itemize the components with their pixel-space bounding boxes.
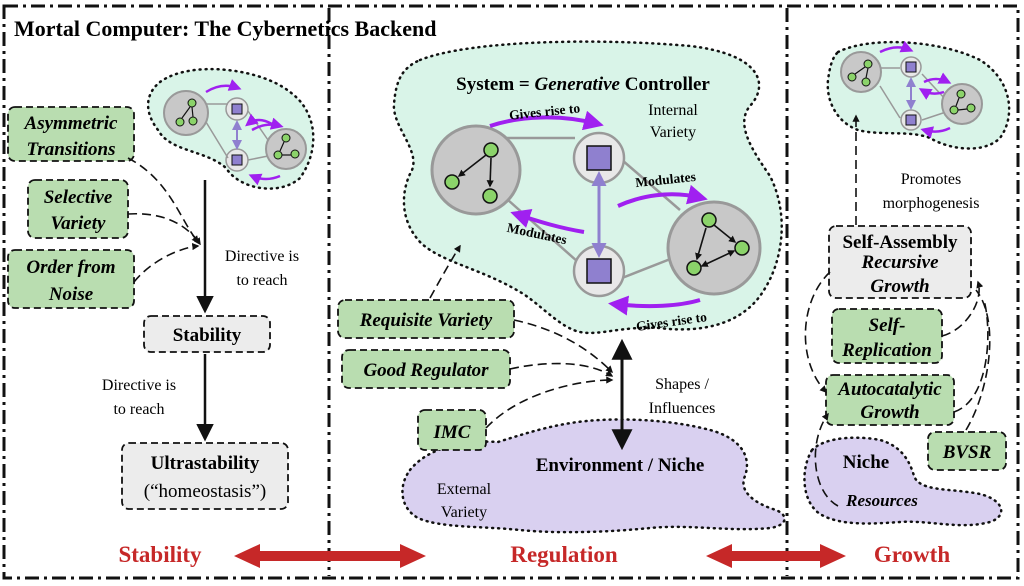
node-3: [482, 188, 498, 204]
autocatalytic-line2: Growth: [860, 402, 919, 423]
asymmetric-line2: Transitions: [26, 139, 115, 160]
internal-variety-1: Internal: [648, 102, 698, 119]
node-1: [483, 142, 499, 158]
order-line1: Order from: [26, 257, 115, 278]
connector-autocatalytic-loop: [804, 271, 831, 394]
self-replication-line1: Self-: [869, 315, 906, 336]
regulation-panel: System = Generative Controller Internal …: [337, 40, 786, 567]
self-replication-box: Self- Replication: [831, 308, 943, 364]
good-regulator-label: Good Regulator: [363, 360, 489, 381]
asymmetric-line1: Asymmetric: [24, 113, 118, 134]
mini-graph-left: [163, 79, 307, 186]
footer-stability: Stability: [118, 542, 202, 567]
asymmetric-transitions-box: Asymmetric Transitions: [7, 106, 135, 162]
recursive-line1: Recursive: [860, 252, 939, 273]
footer-regulation: Regulation: [510, 542, 618, 567]
stability-panel: Asymmetric Transitions Selective Variety…: [7, 67, 315, 567]
autocatalytic-line1: Autocatalytic: [837, 379, 942, 400]
shapes-label-1: Shapes /: [655, 376, 709, 393]
selective-line1: Selective: [44, 187, 113, 208]
environment-blob: [401, 418, 786, 534]
selective-variety-box: Selective Variety: [27, 179, 129, 239]
resources-label: Resources: [845, 491, 918, 510]
order-from-noise-box: Order from Noise: [7, 249, 135, 309]
self-assembly-label: Self-Assembly: [842, 232, 958, 253]
gives-rise-top-label: Gives rise to: [508, 100, 581, 122]
stability-label: Stability: [173, 325, 242, 346]
controller-title: System = Generative Controller: [456, 74, 710, 95]
connector-order: [133, 242, 200, 283]
mini-graph-right: [840, 40, 983, 139]
recursive-line2: Growth: [870, 276, 929, 297]
good-regulator-box: Good Regulator: [341, 349, 511, 389]
connector-good-regulator: [509, 362, 614, 377]
ultrastability-label: Ultrastability: [151, 453, 260, 474]
connector-requisite: [513, 319, 614, 374]
directive-label-2a: Directive is: [102, 377, 176, 394]
internal-variety-2: Variety: [650, 124, 696, 141]
connector-replication-up: [941, 280, 984, 337]
purple-arrow-modulates-left: [510, 208, 585, 234]
requisite-variety-box: Requisite Variety: [337, 299, 515, 339]
connector-requisite-up: [429, 244, 461, 299]
directive-label-1b: to reach: [236, 272, 287, 289]
selective-line2: Variety: [51, 213, 106, 234]
order-line2: Noise: [48, 284, 94, 305]
self-replication-line2: Replication: [841, 340, 932, 361]
page-title: Mortal Computer: The Cybernetics Backend: [14, 16, 436, 41]
imc-label: IMC: [433, 422, 471, 443]
stability-box: Stability: [143, 315, 271, 353]
directive-label-1a: Directive is: [225, 248, 299, 265]
connector-selective: [127, 212, 201, 246]
directive-label-2b: to reach: [113, 401, 164, 418]
self-assembly-box: Self-Assembly Recursive Growth: [828, 225, 972, 299]
controller-graph: [430, 124, 762, 298]
square-top: [586, 145, 612, 171]
footer-arrow-right: [706, 544, 846, 568]
external-variety-2: Variety: [441, 504, 487, 521]
external-variety-1: External: [437, 481, 492, 498]
niche-label: Niche: [843, 452, 889, 473]
connector-bvsr: [965, 289, 991, 431]
imc-box: IMC: [417, 409, 487, 451]
purple-arrow-modulates-right: [617, 184, 708, 208]
connector-asymmetric: [127, 157, 199, 244]
requisite-variety-label: Requisite Variety: [359, 310, 493, 331]
autocatalytic-growth-box: Autocatalytic Growth: [825, 374, 955, 426]
environment-label: Environment / Niche: [536, 455, 705, 476]
outer-frame: [2, 4, 1020, 580]
ultrastability-box: Ultrastability (“homeostasis”): [121, 442, 289, 510]
modulates-right-label: Modulates: [635, 169, 697, 190]
purple-arrow-gives-bottom: [608, 295, 701, 316]
node-5: [686, 260, 702, 276]
shapes-label-2: Influences: [649, 400, 716, 417]
connector-resources: [814, 412, 839, 507]
connector-imc: [485, 376, 614, 429]
bvsr-box: BVSR: [927, 431, 1007, 471]
footer-arrow-left: [234, 544, 426, 568]
bvsr-label: BVSR: [942, 442, 992, 463]
node-6: [734, 240, 750, 256]
footer-growth: Growth: [874, 542, 950, 567]
purple-arrow-gives-top: [489, 110, 604, 131]
node-4: [701, 212, 717, 228]
niche-blob: [803, 436, 1003, 527]
growth-panel: Promotes morphogenesis Self-Assembly Rec…: [803, 40, 1011, 567]
promotes-label-2: morphogenesis: [883, 195, 980, 212]
promotes-label-1: Promotes: [901, 171, 961, 188]
connector-autocatalytic-up: [953, 299, 989, 413]
node-2: [444, 174, 460, 190]
square-bottom: [586, 258, 612, 284]
homeostasis-label: (“homeostasis”): [144, 481, 266, 502]
